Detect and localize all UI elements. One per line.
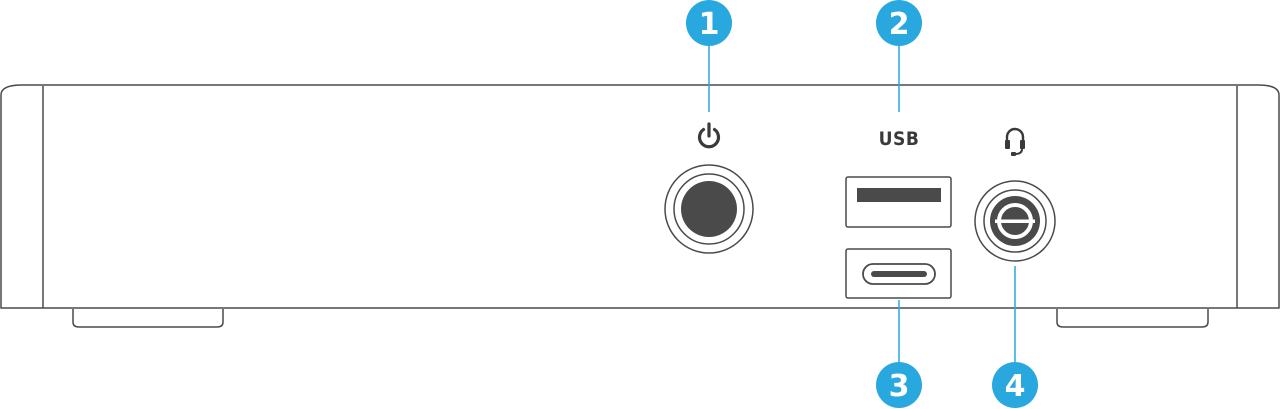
power-button[interactable] — [664, 164, 754, 254]
device-feet — [72, 309, 1209, 328]
callout-badge-2-number: 2 — [889, 7, 910, 42]
callout-badge-3: 3 — [876, 362, 922, 408]
callout-badge-3-number: 3 — [889, 369, 910, 404]
left-foot — [72, 309, 224, 328]
usb-a-port[interactable] — [845, 176, 952, 228]
callout-badge-2: 2 — [876, 0, 922, 46]
callout-badge-4: 4 — [992, 362, 1038, 408]
leader-lines — [708, 46, 1016, 362]
callout-badge-4-number: 4 — [1005, 369, 1026, 404]
headset-icon — [1005, 127, 1025, 156]
headset-jack-bar — [995, 219, 1035, 223]
callout-badge-1-circle — [686, 0, 732, 46]
device-outline — [0, 84, 1280, 309]
callout-badge-4-circle — [992, 362, 1038, 408]
callout-badge-2-circle — [876, 0, 922, 46]
power-button-cap — [681, 181, 737, 237]
power-icon — [697, 122, 721, 149]
device-body — [0, 84, 1280, 309]
usb-a-port-tongue — [857, 188, 941, 202]
usb-c-port[interactable] — [845, 248, 952, 299]
right-foot — [1056, 309, 1209, 328]
usb-c-port-tongue — [871, 271, 927, 277]
headset-jack[interactable] — [974, 180, 1056, 262]
callout-badge-1-number: 1 — [699, 7, 720, 42]
callout-badge-1: 1 — [686, 0, 732, 46]
usb-label: USB — [879, 128, 920, 150]
callout-badge-3-circle — [876, 362, 922, 408]
